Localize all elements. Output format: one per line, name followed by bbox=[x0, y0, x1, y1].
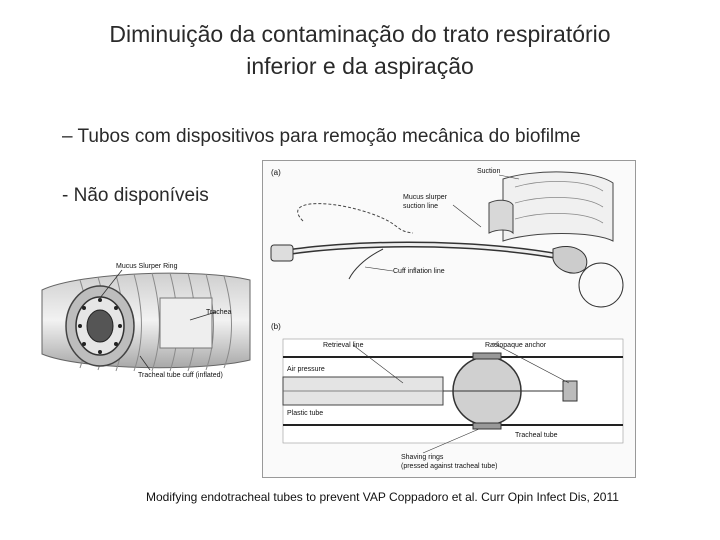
cutaway-window bbox=[160, 298, 212, 348]
bullet-text: – Tubos com dispositivos para remoção me… bbox=[62, 126, 581, 148]
label-radiopaque-anchor: Radiopaque anchor bbox=[485, 342, 547, 349]
panel-b-label: (b) bbox=[271, 322, 281, 331]
label-tracheal-tube-cuff: Tracheal tube cuff (inflated) bbox=[138, 372, 223, 379]
label-retrieval-line: Retrieval line bbox=[323, 342, 364, 349]
label-air-pressure: Air pressure bbox=[287, 366, 325, 373]
subbullet-text: - Não disponíveis bbox=[62, 185, 209, 207]
title-line-1: Diminuição da contaminação do trato resp… bbox=[40, 18, 680, 50]
label-shaving-rings: Shaving rings bbox=[401, 454, 444, 461]
shaving-ring-top bbox=[473, 353, 501, 359]
magnified-tip-circle bbox=[579, 263, 623, 307]
tracheal-tube-illustration: Mucus Slurper Ring Trachea Tracheal tube… bbox=[20, 250, 260, 390]
slide-title: Diminuição da contaminação do trato resp… bbox=[40, 18, 680, 82]
shaving-ring-bottom bbox=[473, 423, 501, 429]
endotracheal-tube-diagram: (a) Suction Mucus slurper suction line C… bbox=[262, 160, 636, 478]
label-cuff-inflation-line: Cuff inflation line bbox=[393, 268, 445, 275]
suction-line-curve bbox=[298, 204, 413, 233]
cutaway-tube-section bbox=[503, 172, 613, 241]
tube-lumen bbox=[87, 310, 113, 342]
label-tracheal-tube: Tracheal tube bbox=[515, 432, 558, 439]
label-mucus-slurper-line1: Mucus slurper bbox=[403, 194, 448, 201]
panel-a-label: (a) bbox=[271, 168, 281, 177]
label-trachea: Trachea bbox=[206, 309, 232, 316]
label-mucus-slurper-line2: suction line bbox=[403, 203, 438, 210]
cuff-inflation-line bbox=[349, 249, 383, 279]
radiopaque-anchor bbox=[563, 381, 577, 401]
label-suction: Suction bbox=[477, 168, 500, 175]
tube-connector bbox=[271, 245, 293, 261]
figure-caption: Modifying endotracheal tubes to prevent … bbox=[146, 490, 619, 504]
label-mucus-slurper-ring: Mucus Slurper Ring bbox=[116, 263, 178, 270]
label-shaving-rings-note: (pressed against tracheal tube) bbox=[401, 463, 498, 470]
label-plastic-tube: Plastic tube bbox=[287, 410, 323, 417]
title-line-2: inferior e da aspiração bbox=[40, 50, 680, 82]
tube-tip-cuff bbox=[553, 246, 587, 273]
